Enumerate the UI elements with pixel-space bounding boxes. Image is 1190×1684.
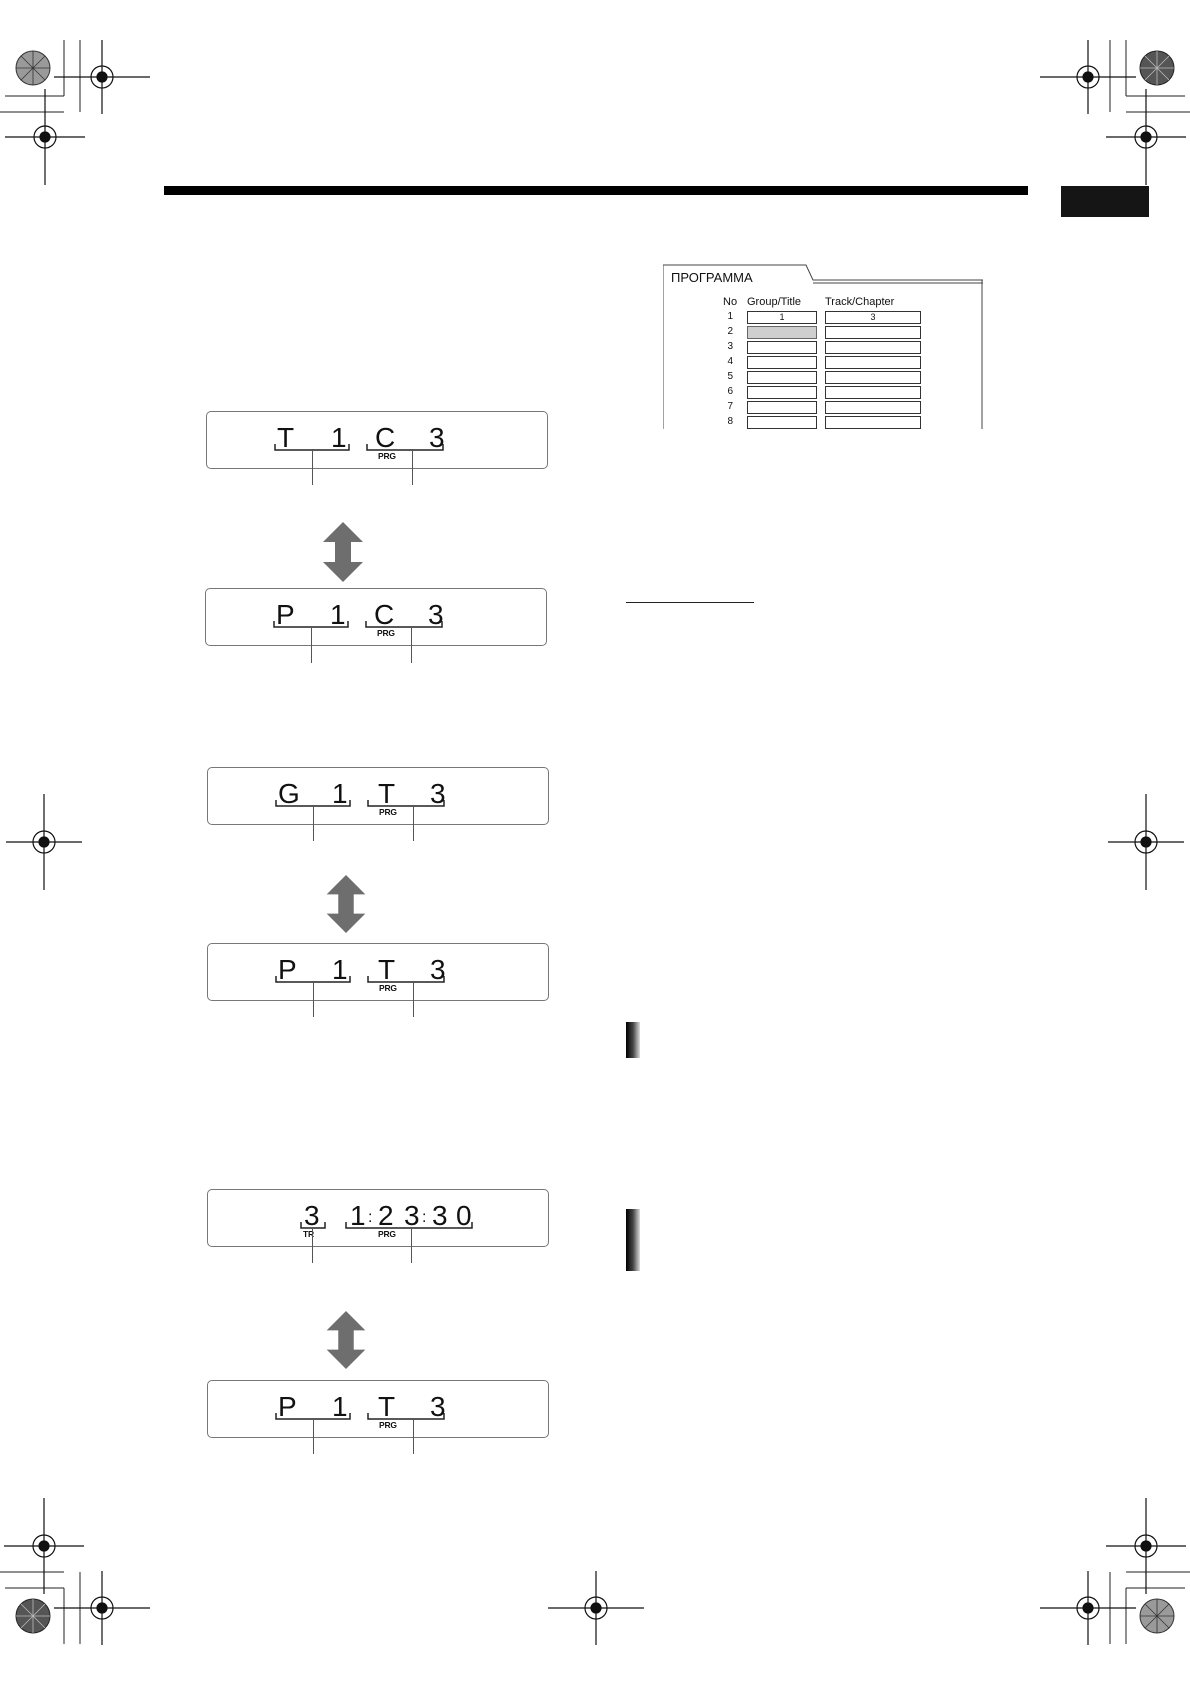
time-digit: 1 [350,1200,366,1231]
display-brackets [275,800,445,807]
display-panel-2: P 1 C 3 PRG [205,588,547,646]
updown-arrow-icon [326,875,366,933]
prg-indicator: PRG [378,1229,396,1239]
track-chapter-cell[interactable]: 3 [825,311,921,324]
display-char: 1 [332,778,348,809]
display-char: 3 [430,954,446,985]
display-char: 1 [332,1391,348,1422]
callout-line [312,1227,313,1263]
row-number: 8 [727,416,733,427]
display-char: T [378,954,396,985]
program-title: ПРОГРАММА [671,270,753,285]
group-title-cell[interactable] [747,386,817,399]
display-panel-3: G 1 T 3 PRG [207,767,549,825]
track-chapter-cell[interactable] [825,356,921,369]
time-separator: : [368,1209,373,1226]
callout-line [411,1227,412,1263]
callout-line [413,981,414,1017]
prg-indicator: PRG [379,807,397,817]
track-chapter-cell[interactable] [825,386,921,399]
display-char: 3 [429,422,445,453]
track-chapter-cell[interactable] [825,371,921,384]
tr-indicator: TR [303,1229,314,1239]
display-char: 3 [430,778,446,809]
display-char: P [278,1391,297,1422]
time-digit: 3 [432,1200,448,1231]
display-char: 3 [428,599,444,630]
display-char: G [278,778,300,809]
group-title-cell[interactable] [747,356,817,369]
display-char: T [378,1391,396,1422]
time-digit: 0 [456,1200,472,1231]
group-title-cell[interactable] [747,341,817,354]
callout-line [313,1418,314,1454]
callout-line [313,981,314,1017]
display-char: 1 [331,422,347,453]
display-brackets [275,976,445,983]
group-title-cell[interactable] [747,371,817,384]
display-char: C [374,599,395,630]
header-group-title: Group/Title [747,296,802,308]
program-screen: ПРОГРАММА No Group/Title Track/Chapter 1… [663,264,983,429]
display-panel-4: P 1 T 3 PRG [207,943,549,1001]
row-number: 1 [727,311,733,322]
display-char: 3 [430,1391,446,1422]
row-number: 4 [727,356,733,367]
display-panel-1: T 1 C 3 PRG [206,411,548,469]
group-title-cell[interactable] [747,401,817,414]
updown-arrow-icon [326,1311,366,1369]
prg-indicator: PRG [379,983,397,993]
prg-indicator: PRG [378,451,396,461]
row-number: 6 [727,386,733,397]
time-digit: 3 [404,1200,420,1231]
display-brackets [275,1413,445,1420]
display-panel-5: 3 TR 1 : 2 3 : 3 0 PRG [207,1189,549,1247]
prg-indicator: PRG [379,1420,397,1430]
row-number: 3 [727,341,733,352]
callout-line [412,449,413,485]
display-brackets [300,1222,473,1229]
note-marker-icon [626,1022,640,1058]
track-chapter-cell[interactable] [825,326,921,339]
track-chapter-cell[interactable] [825,416,921,429]
section-tab [1061,186,1149,217]
group-title-cell[interactable]: 1 [747,311,817,324]
header-rule [164,186,1028,195]
display-char: 1 [332,954,348,985]
group-title-cell[interactable] [747,416,817,429]
callout-line [411,627,412,663]
display-char: C [375,422,396,453]
updown-arrow-icon [323,522,363,582]
row-number: 7 [727,401,733,412]
display-char: 1 [330,599,346,630]
display-panel-6: P 1 T 3 PRG [207,1380,549,1438]
row-number: 5 [727,371,733,382]
header-no: No [723,296,738,308]
time-separator: : [422,1209,427,1226]
display-char: P [276,599,295,630]
header-track-chapter: Track/Chapter [825,296,895,308]
note-marker-icon [626,1209,640,1271]
callout-line [313,805,314,841]
time-digit: 2 [378,1200,394,1231]
track-chapter-cell[interactable] [825,341,921,354]
group-title-cell[interactable] [747,326,817,339]
track-chapter-cell[interactable] [825,401,921,414]
display-char: P [278,954,297,985]
display-char: T [277,422,295,453]
track-number: 3 [304,1200,320,1231]
program-screen-frame [663,264,983,429]
row-number: 2 [727,326,733,337]
color-wheel-icon [15,50,1175,1634]
display-brackets [274,444,444,451]
callout-line [413,805,414,841]
callout-line [413,1418,414,1454]
callout-line [311,627,312,663]
callout-line [312,449,313,485]
section-underline [626,602,754,603]
display-brackets [273,621,443,628]
display-char: T [378,778,396,809]
prg-indicator: PRG [377,628,395,638]
